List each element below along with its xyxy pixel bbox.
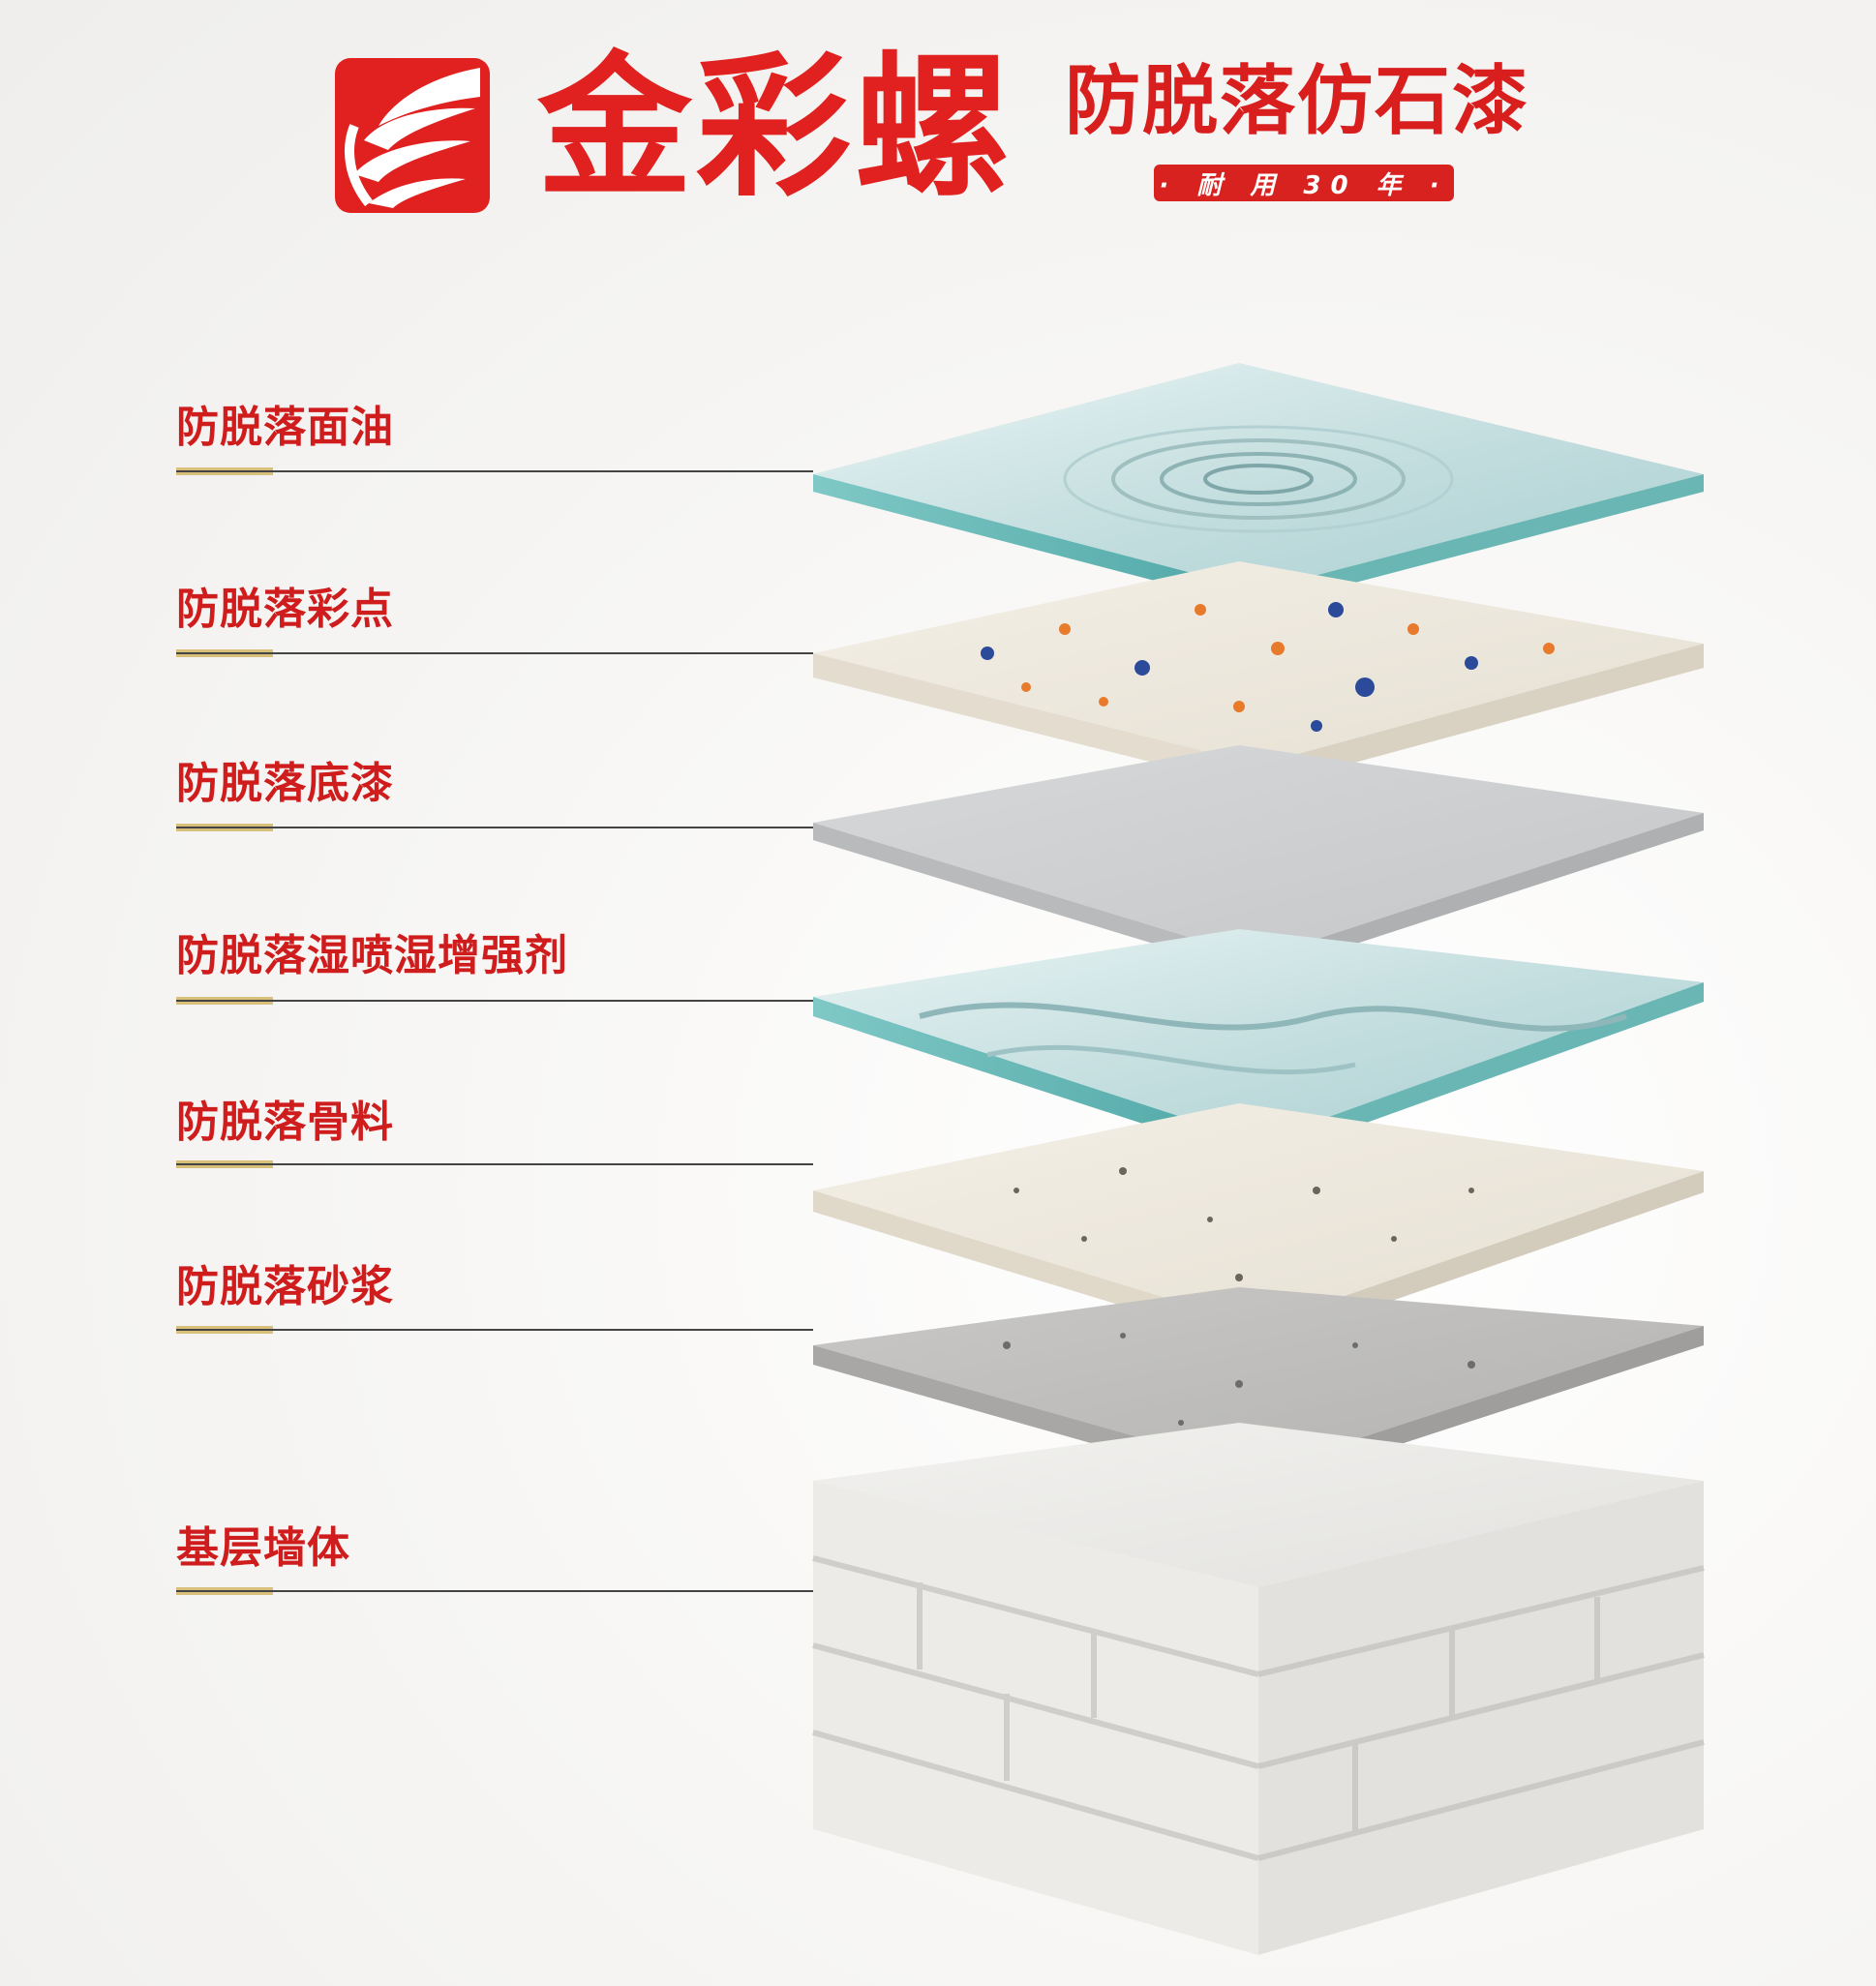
leader-line — [176, 470, 813, 472]
layer-label-reinforcer: 防脱落湿喷湿增强剂 — [176, 931, 568, 980]
leader-line — [176, 1000, 813, 1002]
top-coat-layer — [813, 363, 1704, 608]
leader-line — [176, 1590, 813, 1592]
product-name: 防脱落仿石漆 — [1065, 58, 1530, 145]
layer-label-base-wall: 基层墙体 — [176, 1523, 350, 1573]
brand-logo-icon — [335, 58, 490, 213]
leader-line — [176, 1329, 813, 1331]
layer-label-color-dots: 防脱落彩点 — [176, 585, 394, 634]
layer-label-primer: 防脱落底漆 — [176, 759, 394, 808]
color-dots-layer — [813, 561, 1704, 789]
leader-line — [176, 827, 813, 828]
base-wall-block — [812, 1423, 1705, 1955]
leader-line — [176, 652, 813, 654]
primer-layer — [813, 745, 1704, 976]
durability-badge: · 耐 用 30 年 · — [1154, 165, 1454, 201]
brand-name: 金彩螺 — [537, 37, 1014, 218]
layer-label-mortar: 防脱落砂浆 — [176, 1262, 394, 1311]
layer-label-top-coat: 防脱落面油 — [176, 403, 394, 452]
leader-line — [176, 1163, 813, 1165]
layer-stack-illustration — [774, 319, 1742, 1965]
reinforcer-layer — [813, 929, 1704, 1161]
layer-label-aggregate: 防脱落骨料 — [176, 1098, 394, 1147]
